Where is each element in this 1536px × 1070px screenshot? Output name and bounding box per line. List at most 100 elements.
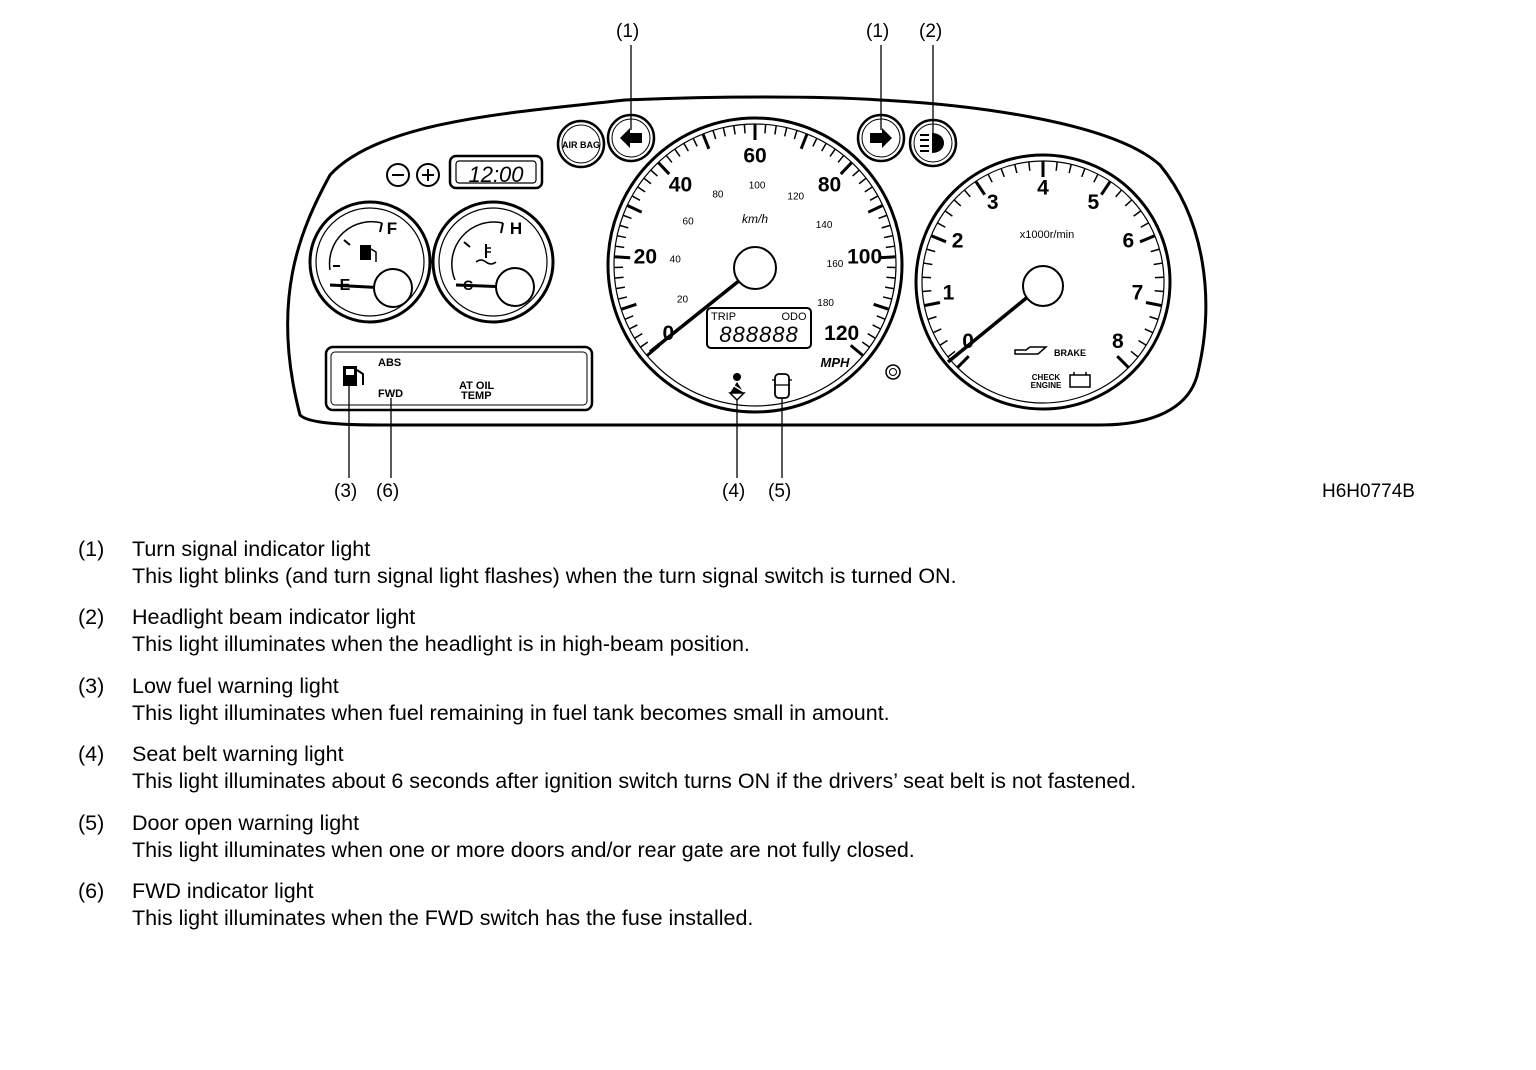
svg-text:ENGINE: ENGINE — [1031, 381, 1062, 390]
speedometer-tick — [869, 195, 879, 201]
speedometer-tick — [793, 130, 798, 140]
tachometer-tick — [1055, 161, 1058, 171]
speedometer-mph-label: 20 — [634, 245, 657, 268]
callout-6: (6) — [376, 481, 400, 502]
speedometer-tick — [867, 204, 884, 214]
tachometer-tick — [987, 173, 993, 183]
speedometer-tick — [692, 137, 698, 147]
clock-value: 12:00 — [468, 162, 524, 187]
fuel-pump-icon — [360, 245, 371, 260]
speedometer-tick — [614, 276, 624, 279]
speedometer-tick — [872, 324, 881, 330]
speedometer-tick — [864, 186, 873, 193]
tachometer-label: 1 — [943, 281, 955, 304]
tachometer-tick — [1133, 210, 1142, 217]
fuel-gauge: F E — [308, 200, 432, 324]
trip-reset-knob — [885, 364, 901, 380]
tachometer-tick — [953, 199, 962, 207]
speedometer-tick — [812, 137, 818, 147]
oil-pressure-icon — [1014, 346, 1048, 355]
battery-icon — [1069, 372, 1091, 388]
speedometer-tick — [821, 142, 827, 152]
speedometer-kmh-label: 60 — [683, 217, 695, 228]
speedometer-tick — [657, 161, 671, 176]
speedometer-mph-label: 0 — [662, 322, 674, 345]
svg-text:H: H — [510, 219, 522, 238]
callout-leader-lines — [348, 45, 934, 478]
svg-text:CHECK: CHECK — [1032, 373, 1061, 382]
callout-2: (2) — [919, 21, 943, 42]
speedometer-kmh-label: 20 — [677, 294, 689, 305]
speedometer-tick — [881, 224, 891, 229]
speedometer-tick — [624, 315, 634, 321]
tachometer-tick — [922, 290, 932, 293]
speedometer-tick — [650, 169, 658, 177]
speedometer-tick — [614, 255, 631, 260]
speedometer-tick — [701, 133, 711, 150]
temperature-gauge: H C — [431, 200, 555, 324]
speedometer-tick — [878, 214, 888, 220]
tachometer-label: 2 — [952, 230, 964, 253]
speedometer-tick — [837, 154, 845, 163]
speedometer-tick — [799, 133, 809, 150]
tachometer-tick — [926, 248, 936, 253]
speedometer-tick — [829, 148, 836, 157]
svg-text:AT OIL: AT OIL — [459, 380, 495, 392]
speedometer-tick — [722, 127, 727, 137]
callout-1-left: (1) — [616, 21, 640, 42]
tachometer-label: 3 — [987, 191, 999, 214]
legend-number: (1) — [78, 537, 105, 561]
instrument-cluster-diagram: 12:00 AIR BAG F E — [286, 45, 1208, 478]
svg-text:TEMP: TEMP — [461, 390, 492, 402]
speedometer-tick — [618, 296, 628, 300]
speedometer-tick — [885, 245, 895, 249]
figure-code: H6H0774B — [1322, 481, 1415, 502]
clock-display — [448, 154, 544, 190]
speedometer-tick — [743, 124, 746, 134]
tachometer-tick — [1028, 161, 1031, 171]
speedometer-tick — [634, 333, 643, 339]
tachometer-tick — [1014, 164, 1018, 174]
speedometer-tick — [629, 324, 638, 330]
tachometer-tick — [944, 210, 953, 217]
speedometer-kmh-label: 120 — [787, 192, 804, 203]
tachometer-tick — [1153, 262, 1163, 266]
tachometer-label: 8 — [1112, 330, 1124, 353]
speedometer-mph-label: 120 — [824, 322, 859, 345]
speedometer-tick — [849, 344, 864, 357]
legend-title: Low fuel warning light — [132, 674, 339, 698]
speedometer-tick — [615, 286, 626, 290]
legend-number: (3) — [78, 674, 105, 698]
svg-text:km/h: km/h — [742, 212, 768, 226]
speedometer-tick — [733, 125, 736, 135]
legend-number: (5) — [78, 811, 105, 835]
cluster-housing — [286, 95, 1208, 427]
tachometer-label: 5 — [1087, 191, 1099, 214]
legend-title: Door open warning light — [132, 811, 360, 835]
speedometer-tick — [764, 124, 767, 134]
speedometer-tick — [665, 154, 673, 163]
legend-number: (6) — [78, 879, 105, 903]
tachometer-tick — [930, 234, 947, 244]
speedometer-tick — [615, 245, 625, 249]
legend-description: This light illuminates when the FWD swit… — [132, 906, 754, 930]
tachometer-tick — [1154, 290, 1164, 293]
legend-title: Turn signal indicator light — [132, 537, 371, 561]
svg-text:ODO: ODO — [781, 311, 807, 323]
seat-belt-warning-icon — [728, 373, 746, 402]
svg-text:AIR BAG: AIR BAG — [562, 140, 600, 150]
speedometer-tick — [640, 341, 649, 348]
speedometer-tick — [616, 234, 627, 239]
speedometer-tick — [674, 148, 681, 157]
tachometer-tick — [937, 222, 946, 228]
speedometer-tick — [883, 234, 894, 239]
speedometer-kmh-label: 80 — [712, 190, 724, 201]
speedometer-kmh-label: 140 — [816, 220, 833, 231]
speedometer-tick — [882, 296, 892, 300]
tachometer-label: 0 — [962, 330, 974, 353]
tachometer-ticks — [922, 161, 1164, 369]
svg-text:x1000r/min: x1000r/min — [1020, 229, 1074, 241]
tachometer-tick — [1139, 234, 1156, 244]
tachometer-needle — [946, 293, 1032, 364]
